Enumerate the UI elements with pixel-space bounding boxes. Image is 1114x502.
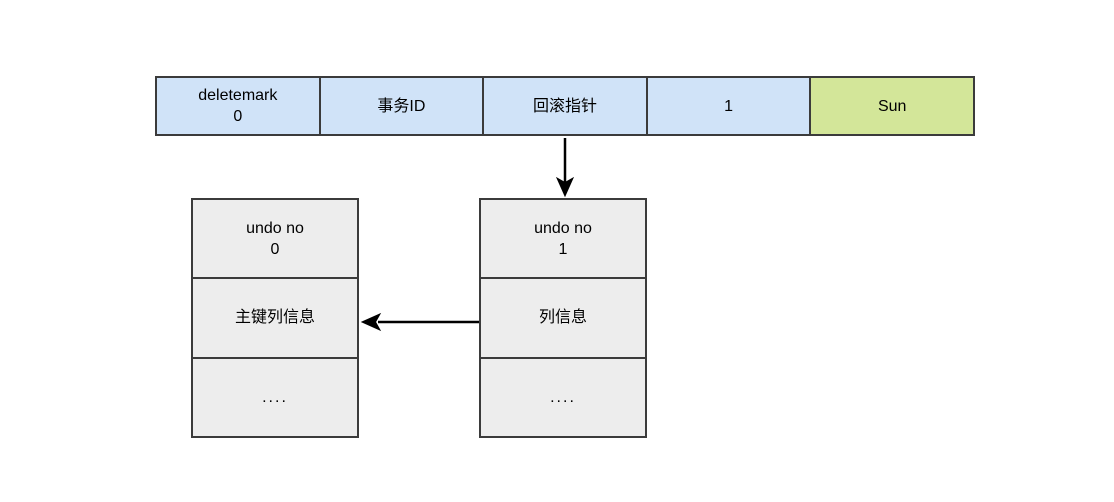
undo-record-1-no-cell: undo no 1 [481,200,645,280]
undo-record-1-no-value: 1 [558,240,568,258]
undo-record-0-info-label: 主键列信息 [234,309,315,327]
cell-roll-pointer-label: 回滚指针 [532,97,597,115]
undo-record-0-dots-label: .... [262,388,288,406]
undo-record-1-info-cell: 列信息 [481,279,645,359]
cell-column-value-label: Sun [877,97,907,115]
undo-record-1-dots-label: .... [550,388,576,406]
undo-record-0-no-label: undo no [246,219,304,237]
cell-column-value: Sun [811,78,973,134]
undo-chain-arrow [360,312,479,332]
cell-primary-key-value: 1 [647,78,812,134]
undo-record-0-dots-cell: .... [193,359,357,436]
cell-deletemark-label: deletemark [198,87,278,104]
cell-primary-key-value-label: 1 [724,97,734,115]
undo-record-1-box: undo no 1 列信息 .... [479,198,647,438]
undo-record-1-info-label: 列信息 [538,309,587,327]
cell-roll-pointer: 回滚指针 [484,78,648,134]
undo-record-0-no-cell: undo no 0 [193,200,357,280]
cell-trx-id: 事务ID [320,78,485,134]
undo-record-0-box: undo no 0 主键列信息 .... [191,198,359,438]
undo-record-1-dots-cell: .... [481,359,645,436]
cell-deletemark-value: 0 [233,108,243,125]
cell-trx-id-label: 事务ID [377,97,426,115]
cell-deletemark: deletemark 0 [157,78,321,134]
undo-record-0-no-value: 0 [270,240,280,258]
roll-pointer-arrow [555,138,575,198]
record-row: deletemark 0 事务ID 回滚指针 1 Sun [155,76,975,136]
undo-record-0-info-cell: 主键列信息 [193,279,357,359]
undo-record-1-no-label: undo no [534,219,592,237]
